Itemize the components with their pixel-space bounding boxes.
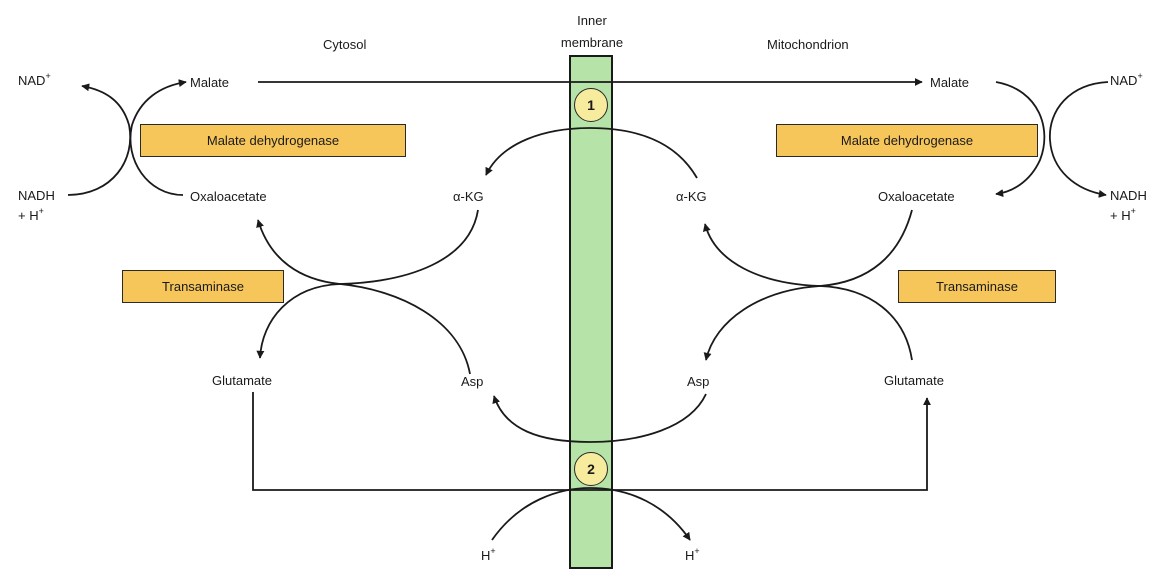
cytosol-akg-to-glutamate-arc xyxy=(256,209,479,359)
cytosol-akg-label: α-KG xyxy=(453,189,484,204)
mito-glutamate-label: Glutamate xyxy=(884,373,944,388)
cytosol-asp-to-oaa-arc xyxy=(256,219,471,375)
cytosol-label: Cytosol xyxy=(323,37,367,52)
inner-membrane-label-line2: membrane xyxy=(560,35,624,50)
cytosol-glutamate-label: Glutamate xyxy=(212,373,272,388)
proton-right-label: H+ xyxy=(685,545,700,563)
proton-transport-arc xyxy=(491,487,691,541)
inner-membrane-band xyxy=(569,55,613,569)
cytosol-h-plus-label: + H+ xyxy=(18,205,44,223)
mitochondrion-label: Mitochondrion xyxy=(767,37,849,52)
mito-asp-label: Asp xyxy=(687,374,710,389)
malate-akg-transporter-1: 1 xyxy=(574,88,608,122)
mito-transaminase-box: Transaminase xyxy=(898,270,1056,303)
cytosol-nadh-label: NADH xyxy=(18,188,55,203)
cytosol-asp-label: Asp xyxy=(461,374,484,389)
mito-oaa-to-asp-arc xyxy=(703,209,913,361)
mito-glutamate-to-akg-arc xyxy=(702,223,913,361)
cytosol-nadh-to-nad-arc xyxy=(67,83,132,196)
mito-malate-dehydrogenase-box: Malate dehydrogenase xyxy=(776,124,1038,157)
mito-oxaloacetate-label: Oxaloacetate xyxy=(878,189,955,204)
cytosol-oaa-to-malate-arc xyxy=(129,79,187,196)
asp-transport-arc xyxy=(492,393,707,443)
cytosol-nad-label: NAD+ xyxy=(18,70,51,88)
mito-malate-label: Malate xyxy=(930,75,970,90)
mito-nadh-label: NADH xyxy=(1110,188,1147,203)
inner-membrane-label-line1: Inner xyxy=(577,13,607,28)
mito-nad-label: NAD+ xyxy=(1110,70,1143,88)
proton-left-label: H+ xyxy=(481,545,496,563)
akg-transport-arc xyxy=(485,127,698,179)
cytosol-malate-label: Malate xyxy=(190,75,230,90)
cytosol-oxaloacetate-label: Oxaloacetate xyxy=(190,189,267,204)
glutamate-transport-line xyxy=(252,392,931,491)
cytosol-malate-dehydrogenase-box: Malate dehydrogenase xyxy=(140,124,406,157)
cytosol-transaminase-box: Transaminase xyxy=(122,270,284,303)
mito-nad-to-nadh-arc xyxy=(1049,81,1109,198)
glutamate-aspartate-transporter-2: 2 xyxy=(574,452,608,486)
mito-malate-to-oaa-arc xyxy=(995,81,1046,198)
mito-akg-label: α-KG xyxy=(676,189,707,204)
mito-h-plus-label: + H+ xyxy=(1110,205,1136,223)
